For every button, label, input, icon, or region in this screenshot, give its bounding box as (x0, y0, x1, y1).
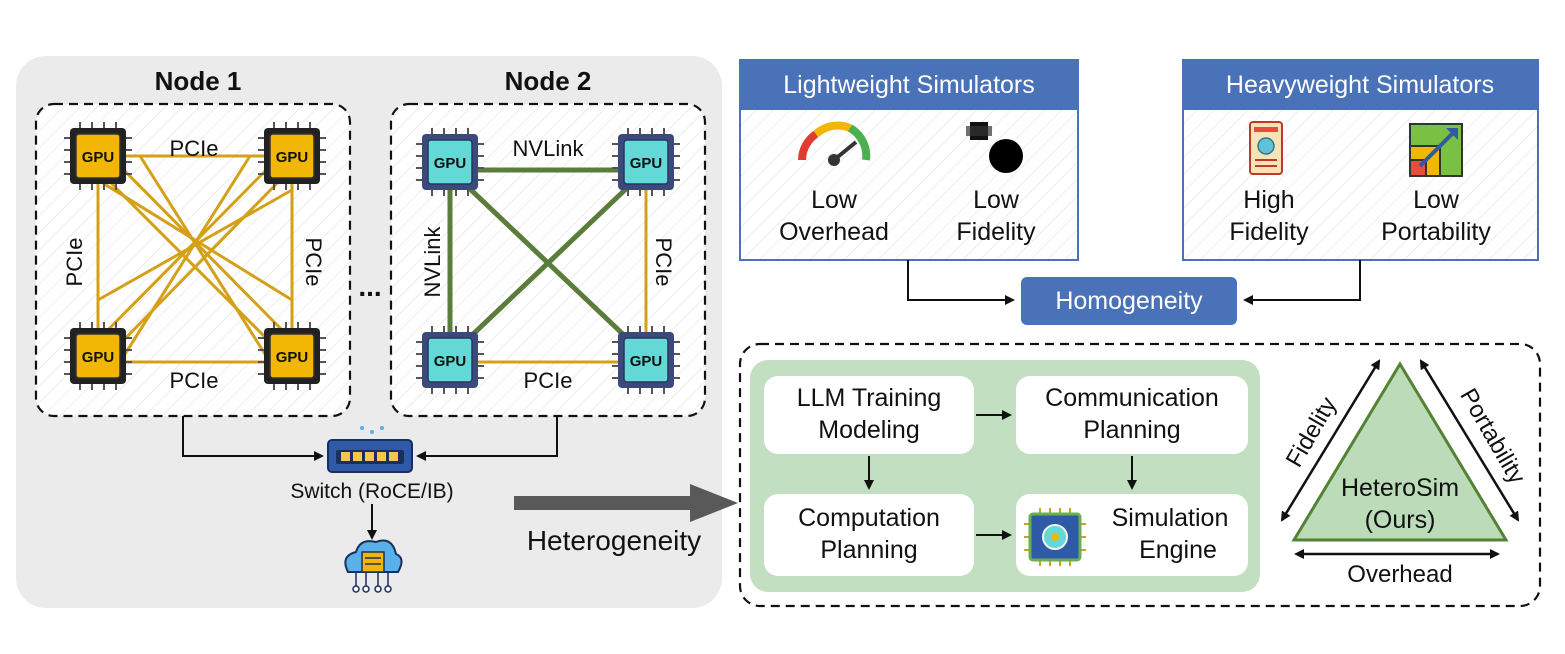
blueprint-icon (1249, 121, 1283, 175)
node2-link-left-label: NVLink (420, 226, 445, 298)
high-fidelity-line2: Fidelity (1229, 218, 1309, 246)
node1-title: Node 1 (155, 66, 242, 96)
comm-planning-line2: Planning (1083, 416, 1180, 444)
low-overhead-line1: Low (811, 186, 858, 214)
comp-planning-line1: Computation (798, 504, 940, 532)
heavyweight-header (1183, 60, 1538, 110)
node2-to-switch-arrow (416, 416, 558, 461)
heavyweight-title: Heavyweight Simulators (1226, 71, 1494, 99)
node2-links (447, 167, 648, 364)
blurry-dots-icon (966, 122, 1023, 173)
gpu-chip-label: GPU (434, 155, 467, 172)
low-portability-line1: Low (1413, 186, 1460, 214)
node1-gpu-top-left: GPU (63, 121, 133, 191)
node2-gpu-bottom-left: GPU (415, 325, 485, 395)
switch-label: Switch (RoCE/IB) (290, 480, 453, 503)
homogeneity-label: Homogeneity (1055, 287, 1203, 315)
heterogeneity-label: Heterogeneity (527, 525, 701, 556)
node2-link-right-label: PCIe (651, 238, 676, 287)
portability-axis-arrow (1419, 359, 1520, 522)
node2-link-top-label: NVLink (513, 136, 585, 161)
cloud-server-icon (344, 539, 403, 593)
comm-planning-line1: Communication (1045, 384, 1219, 412)
gpu-chip-label: GPU (82, 149, 115, 166)
high-fidelity-line1: High (1243, 186, 1294, 214)
processor-icon (1024, 508, 1086, 566)
heavyweight-to-homogeneity-arrow (1243, 260, 1361, 305)
network-switch-icon (327, 426, 413, 473)
node1-to-switch-arrow (182, 416, 324, 461)
gauge-icon (798, 121, 871, 166)
gpu-chip-label: GPU (276, 149, 309, 166)
gpu-chip-label: GPU (276, 349, 309, 366)
heterogeneity-arrow (514, 484, 738, 522)
heterosim-ours: (Ours) (1365, 506, 1436, 534)
node2-gpu-top-right: GPU (611, 127, 681, 197)
low-fidelity-line2: Fidelity (956, 218, 1036, 246)
node1-gpu-bottom-right: GPU (257, 321, 327, 391)
gpu-chip-label: GPU (434, 353, 467, 370)
homogeneity-badge (1021, 277, 1237, 325)
node2-title: Node 2 (505, 66, 592, 96)
sim-engine-line2: Engine (1139, 536, 1217, 564)
low-overhead-line2: Overhead (779, 218, 889, 246)
node2-gpu-bottom-right: GPU (611, 325, 681, 395)
heterosim-name: HeteroSim (1341, 474, 1459, 502)
comp-planning-box (764, 494, 974, 576)
gpu-chip-label: GPU (82, 349, 115, 366)
node2-link-bottom-label: PCIe (524, 368, 573, 393)
node1-gpu-bottom-left: GPU (63, 321, 133, 391)
node1-link-top-label: PCIe (170, 136, 219, 161)
fidelity-axis-arrow (1280, 359, 1381, 522)
scaling-icon (1409, 123, 1463, 177)
low-fidelity-line1: Low (973, 186, 1020, 214)
comm-planning-box (1016, 376, 1248, 454)
gpu-chip-label: GPU (630, 353, 663, 370)
lightweight-title: Lightweight Simulators (783, 71, 1035, 99)
llm-modeling-line2: Modeling (818, 416, 919, 444)
low-portability-line2: Portability (1381, 218, 1491, 246)
lightweight-header (740, 60, 1078, 110)
sim-engine-line1: Simulation (1112, 504, 1229, 532)
node1-link-right-label: PCIe (301, 238, 326, 287)
llm-modeling-box (764, 376, 974, 454)
node2-gpu-top-left: GPU (415, 127, 485, 197)
node1-link-left-label: PCIe (62, 238, 87, 287)
llm-modeling-line1: LLM Training (797, 384, 942, 412)
overhead-axis-label: Overhead (1347, 561, 1452, 588)
gpu-chip-label: GPU (630, 155, 663, 172)
comp-planning-line2: Planning (820, 536, 917, 564)
node1-gpu-top-right: GPU (257, 121, 327, 191)
lightweight-to-homogeneity-arrow (907, 260, 1015, 305)
more-nodes-ellipsis: ... (358, 271, 381, 302)
node1-link-bottom-label: PCIe (170, 368, 219, 393)
